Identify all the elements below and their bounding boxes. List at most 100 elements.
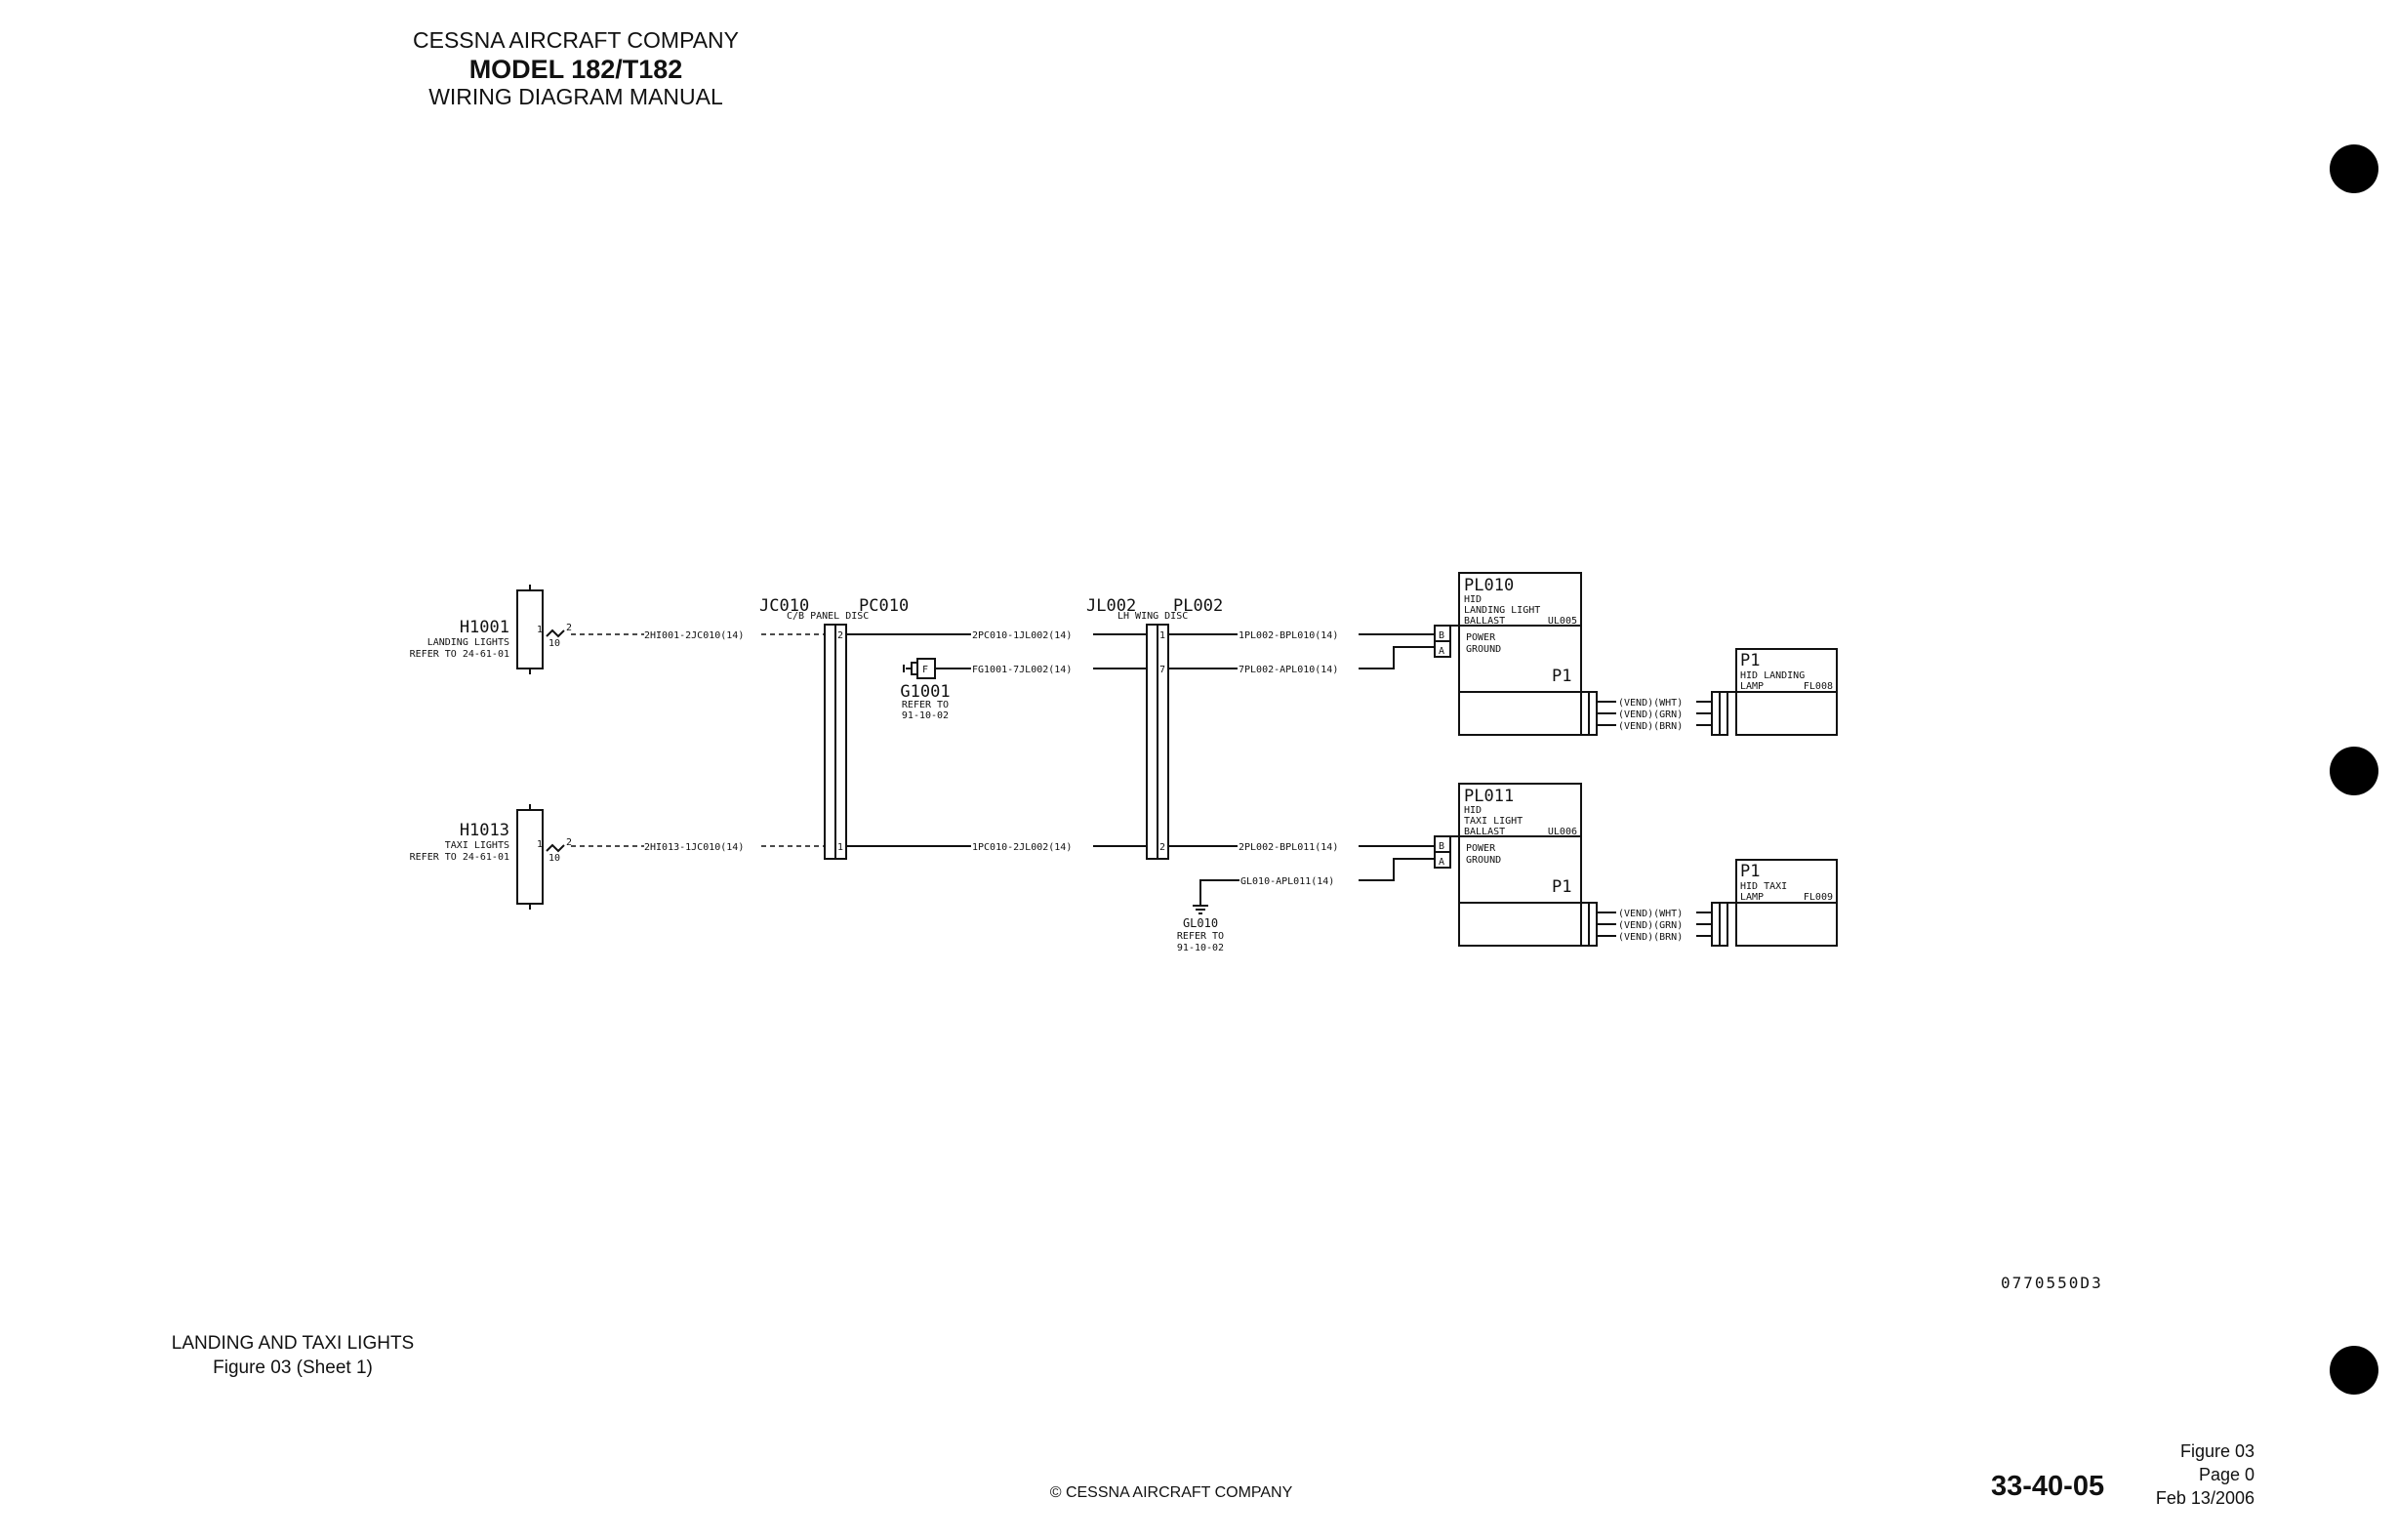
connector-pin: 2 [1159,842,1165,853]
connector-pin: 7 [1159,665,1165,675]
ballast-power: POWER [1466,843,1496,854]
vend-wire: (VEND)(GRN) [1618,920,1683,931]
ballast-plug: PL010 [1464,576,1514,595]
switch-h1013: H1013 TAXI LIGHTS REFER TO 24-61-01 1 2 … [410,804,825,910]
wire-label: 7PL002-APL010(14) [1239,665,1338,675]
binder-hole [2330,144,2378,193]
header-company: CESSNA AIRCRAFT COMPANY [413,27,739,53]
page-date: Feb 13/2006 [2155,1488,2255,1508]
connector-id: JL002 [1086,596,1136,616]
figure-caption: LANDING AND TAXI LIGHTS Figure 03 (Sheet… [117,1331,468,1380]
switch-id: H1013 [460,821,509,840]
wire-label: 1PL002-BPL010(14) [1239,630,1338,641]
vend-wire: (VEND)(WHT) [1618,698,1683,709]
ballast-plug: PL011 [1464,787,1514,806]
connector-mate: PL002 [1173,596,1223,616]
connector-id: JC010 [759,596,809,616]
vend-wire: (VEND)(BRN) [1618,721,1683,732]
connector-mate: PC010 [859,596,909,616]
connector-jc010: JC010 PC010 C/B PANEL DISC 2 1 [759,596,909,860]
wire-label: 2HI001-2JC010(14) [644,630,744,641]
header-model: MODEL 182/T182 [468,55,683,84]
lamp-line: HID LANDING [1740,670,1805,681]
ballast-power: POWER [1466,632,1496,643]
wire-7pl002: 7PL002-APL010(14) [1168,646,1435,675]
page-page: Page 0 [2198,1465,2255,1484]
lamp-p1: P1 [1740,651,1760,670]
binder-hole [2330,747,2378,795]
lamp-fl008: P1 HID LANDING LAMP FL008 [1711,648,1838,736]
ballast-p1: P1 [1552,877,1571,897]
wire-label: 2PL002-BPL011(14) [1239,842,1338,853]
wire-label: 2PC010-1JL002(14) [972,630,1072,641]
switch-pin: 10 [548,638,560,649]
ground-id: GL010 [1183,916,1218,930]
ballast-line: BALLAST [1464,827,1505,837]
figure-title: LANDING AND TAXI LIGHTS [171,1333,415,1354]
wire-gl010: GL010-APL011(14) [1199,858,1435,906]
ballast-line: HID [1464,805,1482,816]
switch-pin: 10 [548,853,560,864]
ballast-ground: GROUND [1466,855,1501,866]
ground-id: G1001 [900,682,950,702]
vend-wire: (VEND)(GRN) [1618,709,1683,720]
wire-2pl002: 2PL002-BPL011(14) [1168,842,1435,853]
switch-ref: REFER TO 24-61-01 [410,852,509,863]
ground-ref: REFER TO [1177,931,1224,942]
ground-ref: 91-10-02 [1177,943,1224,953]
ballast-pl010: PL010 HID LANDING LIGHT BALLAST UL005 B … [1434,572,1712,736]
lamp-p1: P1 [1740,862,1760,881]
wire-1pc010: 1PC010-2JL002(14) [846,842,1147,853]
connector-desc: LH WING DISC [1117,611,1188,622]
ballast-line: HID [1464,594,1482,605]
ballast-p1: P1 [1552,667,1571,686]
connector-pin: 1 [837,842,843,853]
ballast-pin: A [1439,857,1444,868]
vend-wire: (VEND)(BRN) [1618,932,1683,943]
connector-pin: 1 [1159,630,1165,641]
wire-label: 2HI013-1JC010(14) [644,842,744,853]
switch-h1001: H1001 LANDING LIGHTS REFER TO 24-61-01 1… [410,585,825,674]
vend-wire: (VEND)(WHT) [1618,909,1683,919]
ballast-pin: B [1439,841,1444,852]
switch-desc: LANDING LIGHTS [427,637,509,648]
switch-desc: TAXI LIGHTS [445,840,509,851]
lamp-line: LAMP [1740,892,1764,903]
ground-gl010: GL010 REFER TO 91-10-02 [1177,905,1224,953]
wire-label: GL010-APL011(14) [1240,876,1334,887]
switch-pin: 2 [566,837,572,848]
page-number: 33-40-05 [1991,1471,2105,1502]
copyright: © CESSNA AIRCRAFT COMPANY [1049,1484,1293,1501]
connector-pin: 2 [837,630,843,641]
switch-body [516,809,544,905]
ballast-ground: GROUND [1466,644,1501,655]
ballast-ul: UL006 [1548,827,1577,837]
ballast-ul: UL005 [1548,616,1577,627]
connector-jl002: JL002 PL002 LH WING DISC 1 7 2 [1086,596,1223,860]
ballast-line: TAXI LIGHT [1464,816,1523,827]
lamp-line: LAMP [1740,681,1764,692]
switch-id: H1001 [460,618,509,637]
switch-pin: 1 [537,839,543,850]
switch-pin: 1 [537,625,543,635]
ground-ref: REFER TO [902,700,949,710]
lamp-line: HID TAXI [1740,881,1787,892]
page-figure: Figure 03 [2179,1441,2255,1461]
ground-pin: F [922,665,928,675]
ballast-line: LANDING LIGHT [1464,605,1540,616]
wire-fg1001: FG1001-7JL002(14) [935,665,1147,675]
ballast-body [1458,783,1582,947]
header-manual: WIRING DIAGRAM MANUAL [428,84,723,109]
ballast-pl011: PL011 HID TAXI LIGHT BALLAST UL006 B A P… [1434,783,1712,947]
switch-pin: 2 [566,623,572,633]
switch-ref: REFER TO 24-61-01 [410,649,509,660]
lamp-fl: FL009 [1804,892,1833,903]
ballast-line: BALLAST [1464,616,1505,627]
wire-label: 1PC010-2JL002(14) [972,842,1072,853]
binder-hole [2330,1346,2378,1395]
wire-label: FG1001-7JL002(14) [972,665,1072,675]
ballast-pin: B [1439,630,1444,641]
ground-g1001: F G1001 REFER TO 91-10-02 [900,658,951,721]
page-info: Figure 03 Page 0 Feb 13/2006 [2118,1439,2255,1510]
